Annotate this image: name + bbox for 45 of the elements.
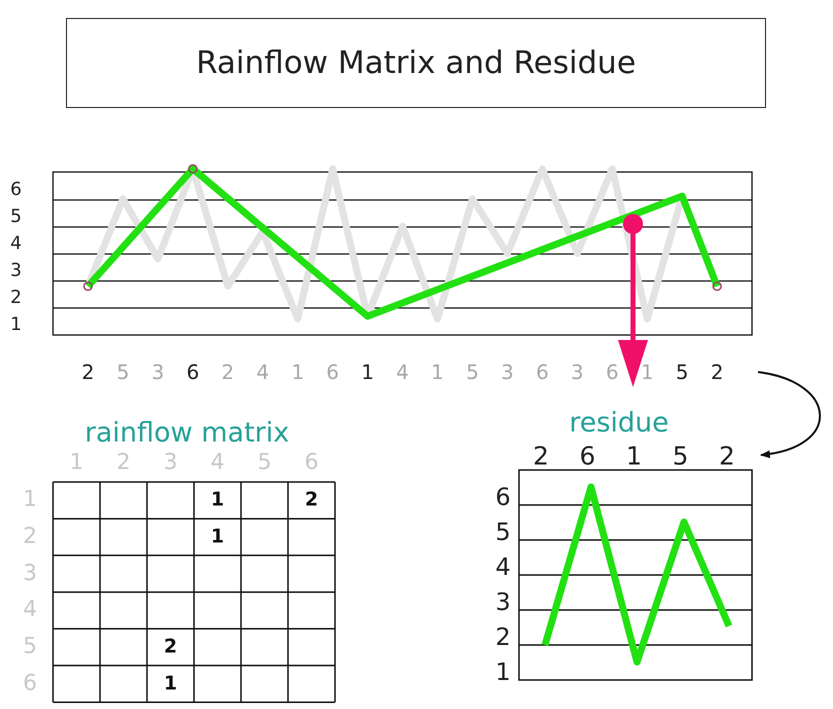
sequence-value: 3 [501, 362, 514, 382]
sequence-value: 5 [676, 362, 688, 382]
sequence-value: 3 [152, 362, 164, 382]
sequence-value: 6 [536, 362, 549, 382]
title-banner: Rainflow Matrix and Residue [66, 18, 766, 108]
residue-value: 2 [533, 444, 549, 468]
cycle-count: 1 [210, 490, 224, 510]
sequence-value: 4 [256, 362, 270, 382]
sequence-value: 3 [570, 362, 584, 382]
sequence-value: 5 [116, 362, 130, 382]
residue-value: 5 [672, 444, 688, 468]
axis-tick-label: 6 [10, 181, 22, 199]
sequence-value: 6 [186, 362, 200, 382]
matrix-heading: rainflow matrix [84, 420, 290, 446]
sequence-value: 6 [606, 362, 619, 382]
axis-tick-label: 3 [10, 262, 22, 280]
axis-tick-label: 6 [495, 485, 511, 509]
residue-value: 1 [626, 444, 642, 468]
sequence-value: 2 [82, 362, 94, 382]
sequence-value: 1 [361, 362, 374, 382]
axis-tick-label: 3 [495, 590, 511, 614]
axis-tick-label: 5 [10, 208, 22, 226]
curved-arrow [758, 371, 821, 458]
residue-value: 6 [580, 444, 596, 468]
sequence-value: 1 [640, 362, 654, 382]
sequence-value: 6 [326, 362, 339, 382]
sequence-value: 5 [466, 362, 479, 382]
cycle-count: 2 [304, 490, 318, 510]
cycle-count: 2 [164, 638, 178, 657]
axis-tick-label: 4 [495, 555, 511, 579]
axis-tick-label: 2 [10, 289, 22, 307]
sequence-value: 4 [396, 362, 409, 382]
axis-tick-label: 1 [495, 660, 511, 684]
cycle-count: 1 [210, 528, 224, 547]
residue-value: 2 [719, 444, 735, 468]
axis-tick-label: 1 [10, 316, 22, 334]
axis-tick-label: 4 [10, 235, 22, 253]
chart-heading: residue [569, 410, 669, 436]
sequence-value: 2 [221, 362, 234, 382]
axis-tick-label: 5 [495, 520, 511, 544]
sequence-value: 1 [431, 362, 444, 382]
axis-tick-label: 2 [495, 625, 511, 649]
sequence-value: 1 [291, 362, 304, 382]
sequence-value: 2 [710, 362, 724, 382]
cycle-count: 1 [164, 674, 178, 694]
